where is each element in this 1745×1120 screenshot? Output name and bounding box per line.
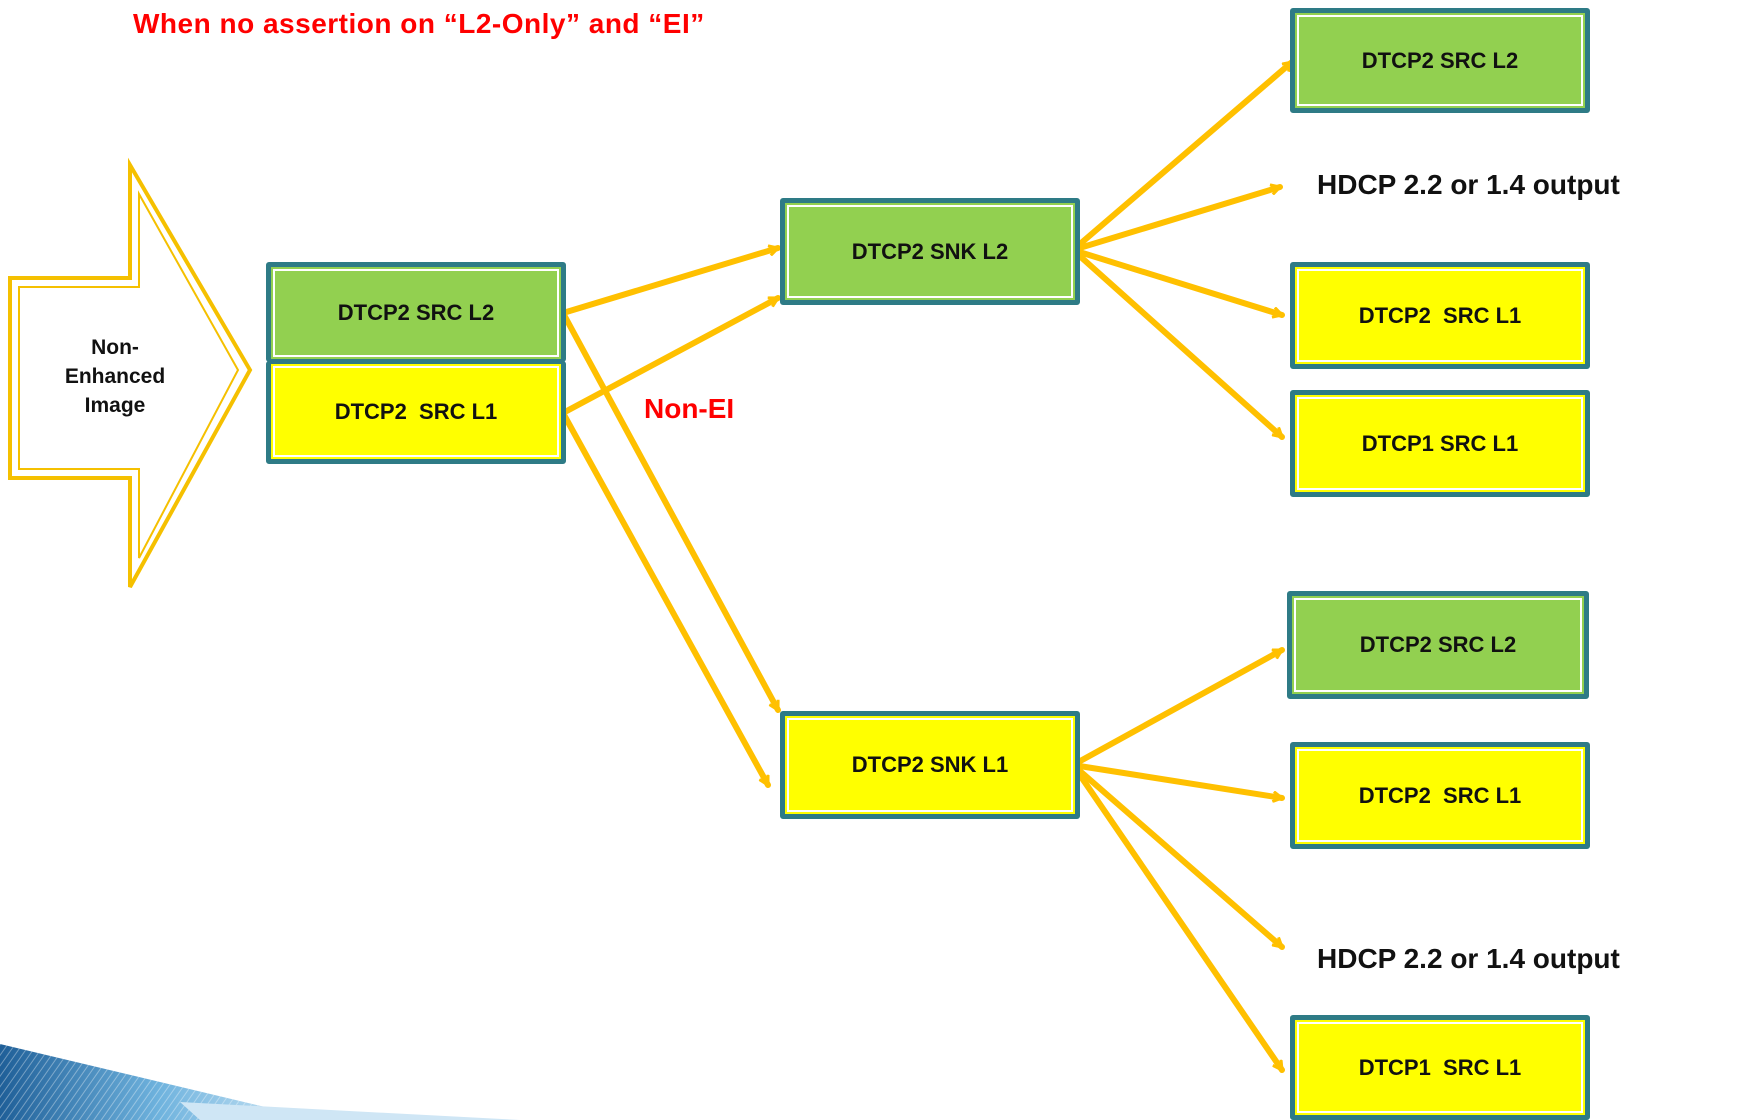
output-l1-dtcp2-src-l1-box: DTCP2 SRC L1 bbox=[1290, 742, 1590, 849]
arrow-snk-l2-to-dtcp2-l1 bbox=[1070, 247, 1285, 315]
branch-label-non-ei: Non-EI bbox=[644, 393, 735, 424]
output-l2-src-l2-box: DTCP2 SRC L2 bbox=[1290, 8, 1590, 113]
output-l1-dtcp2-src-l1-label: DTCP2 SRC L1 bbox=[1358, 782, 1522, 808]
arrow-snk-l2-to-src-l2 bbox=[1070, 59, 1295, 253]
arrow-snk-l2-to-dtcp1-l1 bbox=[1070, 247, 1285, 440]
sink-l1-box: DTCP2 SNK L1 bbox=[780, 711, 1080, 819]
arrow-src-l2-to-snk-l1 bbox=[560, 310, 781, 713]
arrow-snk-l1-to-src-l2 bbox=[1070, 647, 1285, 768]
sink-l1-label: DTCP2 SNK L1 bbox=[851, 752, 1009, 777]
slide-corner-decoration bbox=[0, 1044, 520, 1120]
source-bottom-label: DTCP2 SRC L1 bbox=[334, 398, 498, 424]
output-l1-src-l2-box: DTCP2 SRC L2 bbox=[1287, 591, 1589, 699]
arrow-src-l2-to-snk-l2 bbox=[560, 248, 781, 316]
arrow-snk-l2-to-hdcp bbox=[1070, 187, 1283, 253]
arrow-snk-l1-to-dtcp1-l1 bbox=[1070, 762, 1285, 1073]
arrow-snk-l1-to-hdcp bbox=[1070, 762, 1285, 950]
arrow-snk-l1-to-dtcp2-l1 bbox=[1070, 762, 1285, 798]
output-l2-dtcp1-src-l1-box: DTCP1 SRC L1 bbox=[1290, 390, 1590, 497]
output-l2-dtcp2-src-l1-label: DTCP2 SRC L1 bbox=[1358, 302, 1522, 328]
output-l1-hdcp-text: HDCP 2.2 or 1.4 output bbox=[1317, 943, 1620, 974]
output-l1-dtcp1-src-l1-label: DTCP1 SRC L1 bbox=[1358, 1054, 1522, 1080]
output-l2-hdcp-text: HDCP 2.2 or 1.4 output bbox=[1317, 169, 1620, 200]
output-l2-dtcp1-src-l1-label: DTCP1 SRC L1 bbox=[1361, 430, 1519, 456]
output-l2-src-l2-label: DTCP2 SRC L2 bbox=[1361, 47, 1519, 73]
diagram-title: When no assertion on “L2-Only” and “EI” bbox=[133, 8, 705, 39]
sink-l2-box: DTCP2 SNK L2 bbox=[780, 198, 1080, 305]
arrow-src-l1-to-snk-l1 bbox=[560, 410, 771, 788]
source-box-bottom: DTCP2 SRC L1 bbox=[266, 361, 566, 464]
source-box-top: DTCP2 SRC L2 bbox=[266, 262, 566, 362]
output-l1-dtcp1-src-l1-box: DTCP1 SRC L1 bbox=[1290, 1015, 1590, 1120]
output-l1-src-l2-label: DTCP2 SRC L2 bbox=[1359, 632, 1517, 657]
sink-l2-label: DTCP2 SNK L2 bbox=[851, 238, 1009, 264]
arrow-src-l1-to-snk-l2 bbox=[560, 295, 781, 416]
input-block-arrow bbox=[8, 157, 253, 588]
output-l2-dtcp2-src-l1-box: DTCP2 SRC L1 bbox=[1290, 262, 1590, 369]
source-top-label: DTCP2 SRC L2 bbox=[337, 300, 495, 325]
